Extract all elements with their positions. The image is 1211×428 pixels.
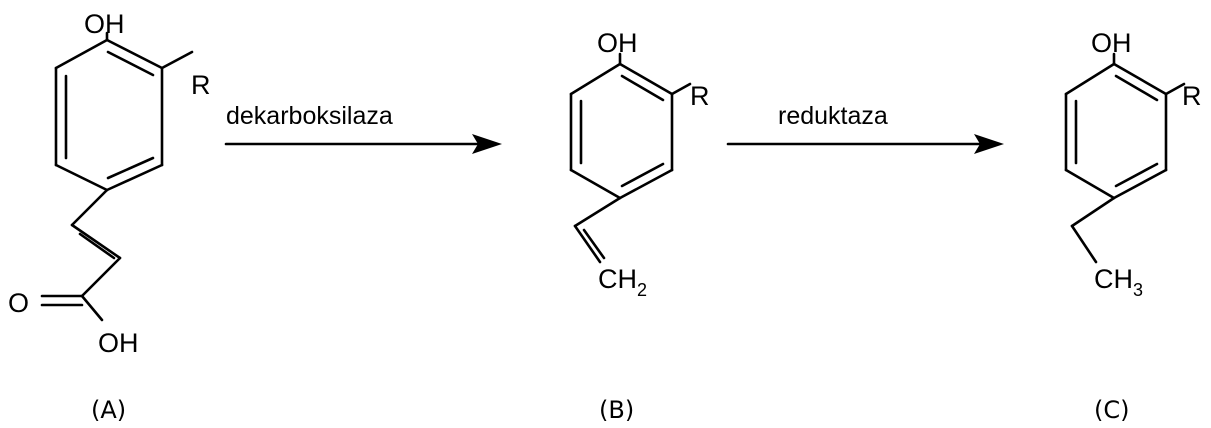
bond	[54, 38, 109, 70]
reaction-arrow-2: reduktaza	[726, 102, 1004, 154]
bond	[70, 223, 122, 260]
terminal-group-label: CH2	[598, 264, 647, 300]
double-bond-inner	[1114, 162, 1159, 188]
substituent-r-label: R	[191, 70, 211, 100]
bond	[569, 62, 622, 96]
enzyme-label: reduktaza	[778, 102, 888, 130]
bond	[569, 168, 622, 200]
terminal-group-subscript: 3	[1133, 280, 1143, 300]
hydroxyl-label: OH	[1091, 28, 1132, 58]
bond	[105, 163, 164, 192]
compound-c: OH R CH3 (C)	[1064, 28, 1202, 424]
compound-caption: (A)	[91, 396, 126, 424]
double-bond-inner	[78, 232, 116, 260]
substituent-r-label: R	[690, 81, 710, 111]
enzyme-label: dekarboksilaza	[226, 102, 393, 130]
arrow-head	[472, 134, 502, 154]
compound-a: OH R O OH (A)	[8, 9, 211, 424]
bond	[618, 168, 674, 200]
bond	[105, 38, 164, 70]
terminal-group-subscript: 2	[637, 280, 647, 300]
bond	[618, 62, 674, 96]
double-bond-inner	[106, 156, 155, 180]
hydroxyl-label: OH	[84, 9, 125, 39]
bond	[573, 196, 622, 228]
bond	[1112, 62, 1168, 96]
double-bond-inner	[620, 162, 665, 188]
bond	[70, 188, 109, 227]
arrow-head	[974, 134, 1004, 154]
double-bond-inner	[1114, 74, 1159, 102]
compound-caption: (C)	[1094, 396, 1129, 424]
bond	[1112, 168, 1168, 200]
bond	[80, 294, 104, 322]
double-bond-inner	[106, 50, 155, 77]
bond	[80, 256, 122, 298]
bond	[1070, 224, 1098, 264]
reaction-arrow-1: dekarboksilaza	[224, 102, 502, 154]
terminal-group-label: CH3	[1094, 264, 1143, 300]
double-bond-inner	[620, 74, 665, 102]
acid-hydroxyl-label: OH	[98, 328, 139, 358]
bond	[1164, 82, 1186, 96]
bond	[1064, 62, 1116, 96]
bond	[160, 50, 194, 70]
compound-b: OH R CH2 (B)	[569, 28, 710, 424]
double-bond-inner	[582, 228, 606, 260]
bond	[54, 163, 109, 192]
bond	[1064, 168, 1116, 200]
substituent-r-label: R	[1182, 81, 1202, 111]
terminal-group-main: CH	[1094, 264, 1133, 294]
bond	[670, 82, 692, 96]
carbonyl-oxygen-label: O	[8, 288, 29, 318]
bond	[1070, 196, 1116, 228]
terminal-group-main: CH	[598, 264, 637, 294]
hydroxyl-label: OH	[597, 28, 638, 58]
compound-caption: (B)	[599, 396, 634, 424]
bond	[573, 224, 602, 264]
